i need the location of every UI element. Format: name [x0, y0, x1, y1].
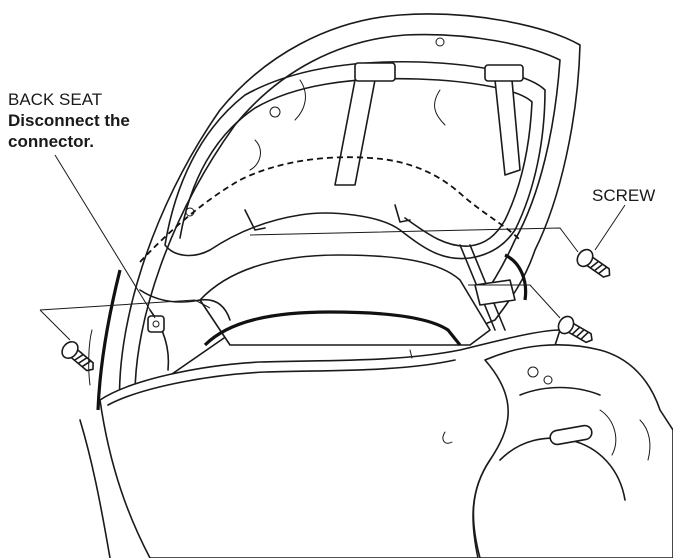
lid-latch-left	[354, 62, 396, 82]
leader-line-screw-right	[468, 284, 561, 319]
screw-icon	[557, 315, 593, 344]
rear-body	[472, 344, 673, 558]
seat-lid-inner-rim	[134, 33, 561, 396]
leader-line-screw-top	[249, 227, 579, 253]
leader-line-connector	[54, 154, 156, 319]
frame-lower-left	[79, 419, 111, 558]
side-rail-right	[504, 253, 528, 301]
lid-contour	[249, 139, 261, 171]
rear-bolt	[527, 366, 539, 378]
rear-contour	[599, 409, 617, 456]
wire-harness	[139, 289, 231, 321]
rear-latch	[549, 424, 593, 446]
storage-compartment-lip	[203, 310, 462, 347]
lid-latch-right	[484, 64, 524, 82]
leader-line-screw-left	[39, 299, 211, 341]
lid-contour	[294, 79, 306, 121]
leader-line-screw-label	[594, 204, 626, 251]
label-back-seat: BACK SEAT	[8, 90, 103, 109]
bracket-right	[474, 279, 516, 306]
frame-lower-left	[88, 329, 93, 386]
rear-body-contour	[519, 386, 601, 396]
cushion-mark	[442, 431, 453, 444]
screw-icon	[576, 248, 611, 278]
lid-boss	[435, 37, 445, 47]
compartment-tab-left	[244, 209, 266, 231]
side-frame-left	[96, 269, 122, 411]
label-instruction-line1: Disconnect the	[8, 111, 130, 130]
lid-contour	[434, 89, 446, 126]
storage-compartment	[199, 254, 491, 346]
connector-pin	[152, 320, 160, 328]
rear-contour	[639, 419, 651, 461]
label-screw: SCREW	[592, 186, 656, 205]
seat-cushion-edge	[107, 359, 456, 406]
compartment-tab-right	[394, 204, 411, 223]
rear-bolt	[543, 375, 553, 385]
screw-icon	[61, 340, 94, 372]
connector-icon	[147, 315, 165, 333]
cushion-mark	[409, 349, 413, 359]
label-instruction-line2: connector.	[8, 132, 94, 151]
lid-seal-dashed	[139, 156, 521, 263]
lid-boss	[269, 106, 281, 118]
seat-lid-recess	[164, 60, 546, 260]
